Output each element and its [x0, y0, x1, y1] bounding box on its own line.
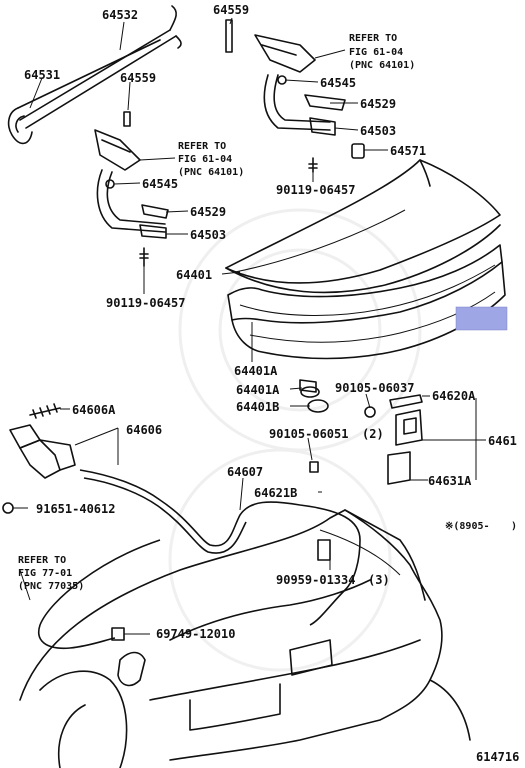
lock-assembly-left — [2, 403, 76, 514]
label-90105-06037: 90105-06037 — [335, 381, 414, 395]
label-64606A: 64606A — [72, 403, 116, 417]
label-6461: 6461 — [488, 434, 517, 448]
refer-to-label-3c: (PNC 77035) — [18, 581, 84, 592]
refer-to-label-3b: FIG 77-01 — [18, 568, 72, 579]
hinge-left — [94, 111, 169, 267]
label-64545-left: 64545 — [142, 177, 178, 191]
label-90959-01334: 90959-01334 — [276, 573, 355, 587]
torsion-bar-64532 — [19, 5, 182, 129]
label-90105-06051-qty: (2) — [362, 427, 384, 441]
refer-to-label-1b: FIG 61-04 — [349, 47, 403, 58]
label-64631A: 64631A — [428, 474, 472, 488]
label-90105-06051: 90105-06051 — [269, 427, 348, 441]
label-64559-top: 64559 — [213, 3, 249, 17]
trunk-lid — [225, 159, 501, 294]
label-69749-12010: 69749-12010 — [156, 627, 235, 641]
refer-to-label-2b: FIG 61-04 — [178, 154, 232, 165]
label-64545-right: 64545 — [320, 76, 356, 90]
label-64529-right: 64529 — [360, 97, 396, 111]
watermark-emblem — [168, 208, 422, 672]
refer-to-label-2a: REFER TO — [178, 141, 226, 152]
label-64529-left: 64529 — [190, 205, 226, 219]
label-64401A-2: 64401A — [236, 383, 280, 397]
label-64531: 64531 — [24, 68, 60, 82]
hinge-right — [225, 19, 365, 173]
label-64401B: 64401B — [236, 400, 279, 414]
label-64620A: 64620A — [432, 389, 476, 403]
leader-lines — [13, 17, 486, 635]
refer-to-label-1a: REFER TO — [349, 33, 397, 44]
label-64606: 64606 — [126, 423, 162, 437]
label-64559-left: 64559 — [120, 71, 156, 85]
part-labels: 64532 64559 64531 64559 REFER TO FIG 61-… — [18, 3, 519, 764]
label-64621B: 64621B — [254, 486, 297, 500]
label-64607: 64607 — [227, 465, 263, 479]
diagram-number: 614716 — [476, 750, 519, 764]
label-64503-right: 64503 — [360, 124, 396, 138]
label-64401: 64401 — [176, 268, 212, 282]
label-90119-right: 90119-06457 — [276, 183, 355, 197]
label-90119-left: 90119-06457 — [106, 296, 185, 310]
serial-range-end: ) — [511, 521, 517, 532]
label-91651-40612: 91651-40612 — [36, 502, 115, 516]
torsion-bar-64531 — [7, 39, 161, 145]
highlight-marker — [455, 306, 508, 331]
label-64503-left: 64503 — [190, 228, 226, 242]
release-cable-64607 — [38, 469, 361, 650]
refer-to-label-1c: (PNC 64101) — [349, 60, 415, 71]
trunk-lid-inner-panel — [227, 244, 506, 360]
car-body-rear — [19, 509, 471, 768]
label-64571: 64571 — [390, 144, 426, 158]
label-64401A-1: 64401A — [234, 364, 278, 378]
label-64532: 64532 — [102, 8, 138, 22]
refer-to-label-3a: REFER TO — [18, 555, 66, 566]
label-90959-01334-qty: (3) — [368, 573, 390, 587]
serial-range-label: ※(8905- — [445, 521, 490, 532]
refer-to-label-2c: (PNC 64101) — [178, 167, 244, 178]
